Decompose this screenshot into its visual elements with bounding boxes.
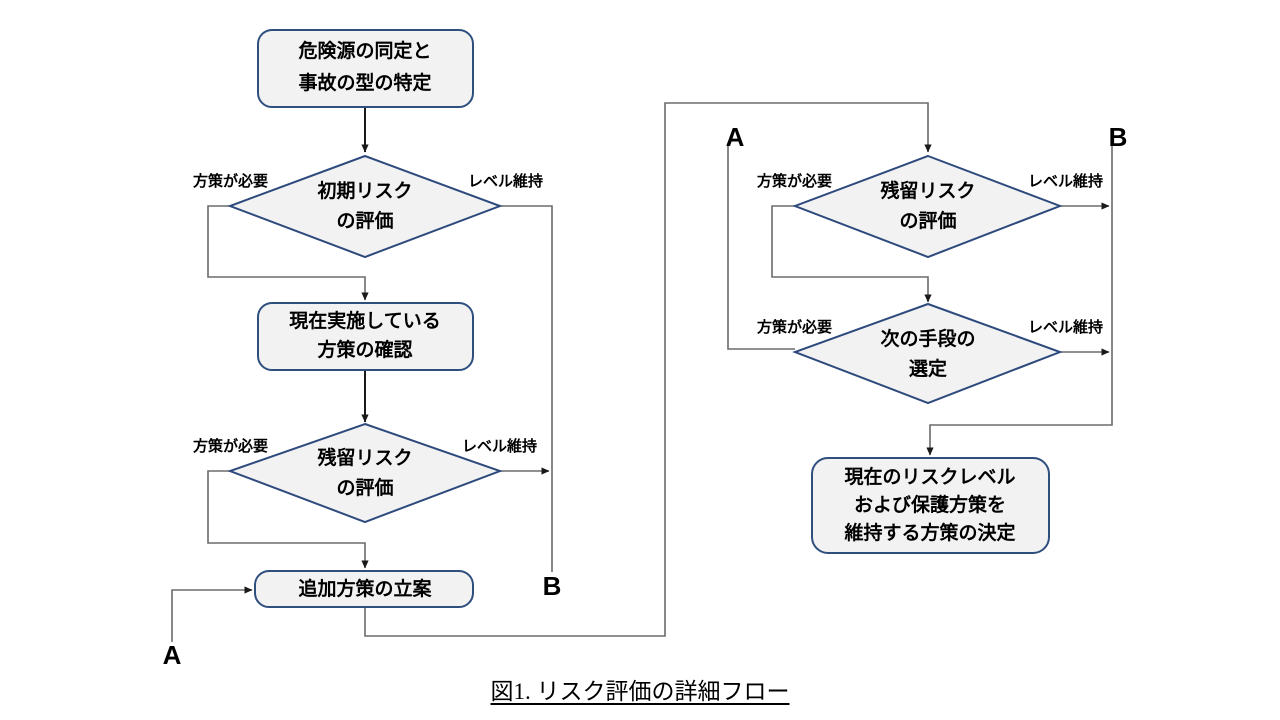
edge-residual-left-need-measure xyxy=(207,470,369,569)
label-next-measure-need-measure: 方策が必要 xyxy=(757,318,832,336)
node-maintain-decision-line3: 維持する方策の決定 xyxy=(844,521,1015,544)
node-next-measure-selection[interactable] xyxy=(792,302,1063,405)
node-residual-risk-evaluation-right-line2: の評価 xyxy=(899,210,956,232)
node-initial-risk-evaluation-line2: の評価 xyxy=(336,210,393,232)
node-residual-risk-evaluation-left[interactable] xyxy=(227,422,503,524)
node-maintain-decision-line1: 現在のリスクレベル xyxy=(844,465,1015,488)
edge-connector-a-right-vertical xyxy=(727,143,795,350)
edge-initial-risk-maintain-to-b xyxy=(500,205,553,572)
label-residual-left-need-measure: 方策が必要 xyxy=(193,437,268,455)
node-hazard-identification[interactable] xyxy=(257,29,474,108)
node-residual-risk-evaluation-right-line1: 残留リスク xyxy=(879,179,975,202)
node-initial-risk-evaluation-line1: 初期リスク xyxy=(316,179,412,202)
node-maintain-decision[interactable] xyxy=(811,457,1050,554)
node-initial-risk-evaluation[interactable] xyxy=(227,154,503,259)
node-current-measures-check-line1: 現在実施している xyxy=(289,309,440,332)
label-next-measure-maintain-level: レベル維持 xyxy=(1028,318,1103,336)
node-residual-risk-evaluation-left-line2: の評価 xyxy=(336,477,393,499)
edge-initial-risk-need-measure xyxy=(207,205,369,301)
label-right-residual-need-measure: 方策が必要 xyxy=(757,172,832,190)
figure-caption: 図1. リスク評価の詳細フロー xyxy=(0,672,1280,706)
label-initial-risk-maintain-level: レベル維持 xyxy=(468,172,543,190)
label-right-residual-maintain-level: レベル維持 xyxy=(1028,172,1103,190)
node-residual-risk-evaluation-left-line1: 残留リスク xyxy=(316,446,412,469)
connector-b-right: B xyxy=(1109,122,1128,152)
node-additional-measures-plan-line1: 追加方策の立案 xyxy=(298,577,432,600)
connector-b-left: B xyxy=(543,571,562,601)
node-residual-risk-evaluation-right[interactable] xyxy=(792,154,1063,259)
node-current-measures-check-line2: 方策の確認 xyxy=(317,338,412,361)
node-hazard-identification-line1: 危険源の同定と xyxy=(298,39,431,62)
node-hazard-identification-line2: 事故の型の特定 xyxy=(298,71,431,94)
connector-a-left: A xyxy=(163,640,182,670)
node-additional-measures-plan[interactable] xyxy=(254,570,474,608)
connector-a-right: A xyxy=(726,122,745,152)
edge-right-residual-need-measure xyxy=(771,205,932,303)
label-initial-risk-need-measure: 方策が必要 xyxy=(193,172,268,190)
edge-connector-a-into-additional-measures xyxy=(171,586,253,642)
node-maintain-decision-line2: および保護方策を xyxy=(854,493,1006,516)
edge-connector-b-right-into-final-box xyxy=(926,143,1113,456)
label-residual-left-maintain-level: レベル維持 xyxy=(462,437,537,455)
node-next-measure-selection-line1: 次の手段の xyxy=(880,327,975,350)
figure-caption-text: 図1. リスク評価の詳細フロー xyxy=(490,679,790,704)
edge-additional-measures-to-right-residual xyxy=(364,102,932,637)
node-next-measure-selection-line2: 選定 xyxy=(909,358,947,380)
node-current-measures-check[interactable] xyxy=(257,302,474,371)
